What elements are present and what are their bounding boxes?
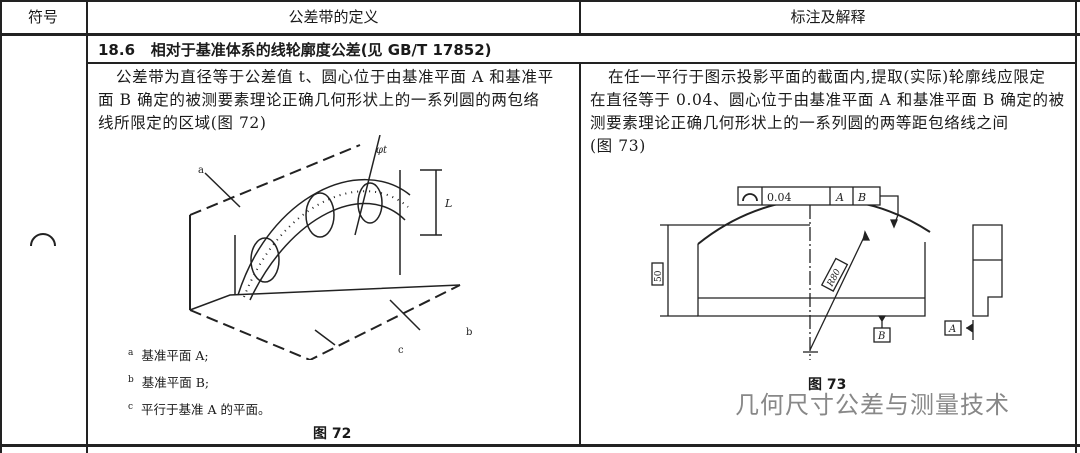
line-profile-symbol-icon [30,233,56,247]
label-b: b [466,327,472,338]
definition-line: 公差带为直径等于公差值 t、圆心位于由基准平面 A 和基准平 [116,68,554,86]
annotation-line: (图 73) [590,137,646,155]
annotation-line: 在任一平行于图示投影平面的截面内,提取(实际)轮廓线应限定 [608,68,1046,86]
datum-a-box [944,320,962,336]
frame-datum-a: A [835,191,844,204]
section-number: 18.6 [98,41,136,59]
height-dimension: 50 [654,270,664,282]
section-title-text: 相对于基准体系的线轮廓度公差(见 GB/T 17852) [150,41,492,59]
header-bottom-border [0,33,1080,36]
label-phi-t: φt [376,145,388,156]
table-top-border [0,0,1080,2]
feature-control-frame [737,186,881,206]
section-title: 18.6 相对于基准体系的线轮廓度公差(见 GB/T 17852) [98,38,492,62]
annotation-line: 在直径等于 0.04、圆心位于由基准平面 A 和基准平面 B 确定的被 [590,91,1065,109]
col-divider-2 [579,0,581,36]
figure-72-caption: 图 72 [313,426,352,442]
frame-tolerance: 0.04 [767,191,792,204]
label-a: a [198,165,204,176]
watermark: 几何尺寸公差与测量技术 [735,391,1010,419]
definition-line: 线所限定的区域(图 72) [98,114,267,132]
table-left-border [0,0,2,453]
datum-plane-b-edge [189,284,461,360]
label-l: L [444,197,452,210]
datum-plane-a-top-edge [189,144,361,216]
frame-datum-b: B [857,191,866,204]
tolerance-circle [250,237,280,283]
figure-73-drawing: 0.04 A B 50 R80 B A [651,186,1003,360]
col-divider-2-body [579,62,581,446]
header-definition: 公差带的定义 [288,8,379,26]
definition-text: 公差带为直径等于公差值 t、圆心位于由基准平面 A 和基准平 面 B 确定的被测… [98,66,576,135]
figure-72-diagram: a L φt b c [189,135,472,360]
profile-symbol-icon [742,193,758,202]
datum-a-label: A [948,324,956,335]
profile-envelope-inner [249,202,406,301]
side-view [972,224,1003,317]
header-symbol: 符号 [27,8,58,26]
annotation-text: 在任一平行于图示投影平面的截面内,提取(实际)轮廓线应限定 在直径等于 0.04… [590,66,1070,158]
annotation-line: 测要素理论正确几何形状上的一系列圆的两等距包络线之间 [590,114,1009,132]
datum-b-box [873,327,891,343]
definition-line: 面 B 确定的被测要素理论正确几何形状上的一系列圆的两包络 [98,91,540,109]
table-right-border [1075,0,1077,453]
col-divider-1 [86,0,88,453]
section-bottom-border [87,62,1077,64]
header-annotation: 标注及解释 [790,8,866,26]
table-bottom-border [0,444,1080,447]
radius-dimension-line [809,234,866,351]
label-c: c [398,345,404,356]
datum-b-label: B [877,331,885,342]
figure-73-caption: 图 73 [808,377,847,393]
